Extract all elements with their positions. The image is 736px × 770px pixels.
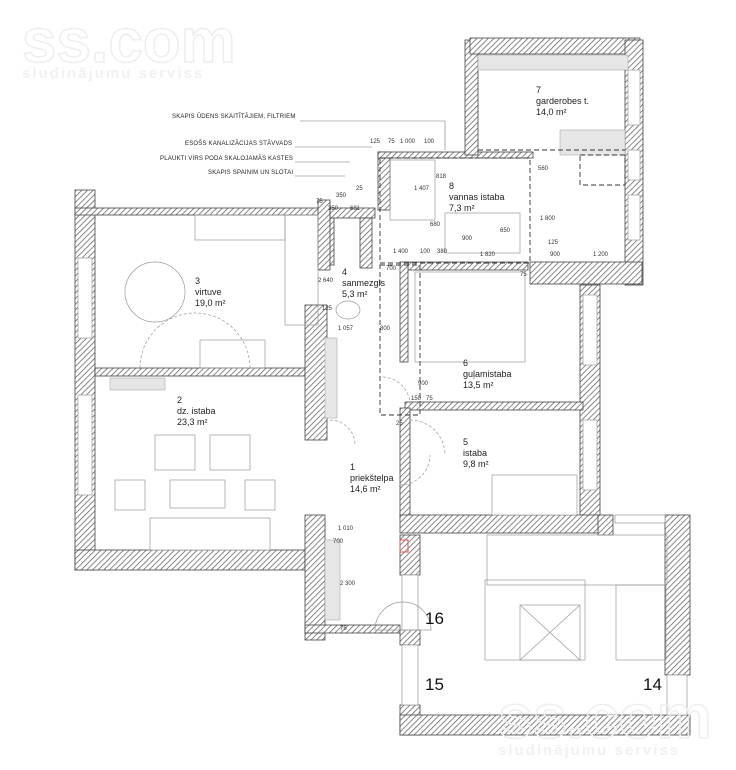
svg-text:125: 125 (548, 240, 559, 246)
svg-text:100: 100 (424, 139, 435, 145)
svg-text:4: 4 (342, 267, 347, 277)
svg-text:818: 818 (436, 174, 447, 180)
stair-number-15: 15 (425, 675, 444, 694)
svg-text:800: 800 (380, 326, 391, 332)
svg-text:700: 700 (386, 266, 397, 272)
stair-number-14: 14 (643, 675, 662, 694)
svg-text:13,5 m²: 13,5 m² (463, 380, 494, 390)
svg-text:75: 75 (426, 396, 433, 402)
svg-text:1 200: 1 200 (593, 252, 609, 258)
svg-text:700: 700 (333, 539, 344, 545)
room-label-5: 5 istaba 9,8 m² (463, 437, 489, 469)
svg-text:681: 681 (350, 206, 361, 212)
annotations: SKAPIS ŪDENS SKAITĪTĀJIEM, FILTRIEM ESOŠ… (160, 113, 446, 177)
svg-text:900: 900 (462, 236, 473, 242)
svg-text:guļamistaba: guļamistaba (463, 369, 512, 379)
svg-text:380: 380 (437, 249, 448, 255)
svg-text:sanmezgls: sanmezgls (342, 278, 386, 288)
svg-text:sludinājumu serviss: sludinājumu serviss (22, 65, 204, 82)
room-label-3: 3 virtuve 19,0 m² (195, 276, 226, 308)
svg-text:1 407: 1 407 (414, 186, 430, 192)
room-label-7: 7 garderobes t. 14,0 m² (536, 85, 589, 117)
svg-text:900: 900 (418, 381, 429, 387)
room-label-2: 2 dz. istaba 23,3 m² (177, 395, 216, 427)
svg-text:680: 680 (430, 222, 441, 228)
svg-text:sludinājumu serviss: sludinājumu serviss (498, 742, 680, 759)
svg-text:650: 650 (500, 228, 511, 234)
svg-text:14,6 m²: 14,6 m² (350, 484, 381, 494)
svg-text:75: 75 (340, 626, 347, 632)
svg-text:19,0 m²: 19,0 m² (195, 298, 226, 308)
dashed-lines (379, 149, 626, 416)
svg-text:900: 900 (550, 252, 561, 258)
svg-text:1 010: 1 010 (338, 526, 354, 532)
svg-text:ss.com: ss.com (22, 7, 236, 76)
svg-text:7,3 m²: 7,3 m² (449, 203, 475, 213)
svg-text:14,0 m²: 14,0 m² (536, 107, 567, 117)
svg-text:PLAUKTI VIRS PODA SKALOJAMĀS K: PLAUKTI VIRS PODA SKALOJAMĀS KASTES (160, 155, 293, 162)
svg-text:ss.com: ss.com (498, 683, 712, 752)
svg-text:garderobes t.: garderobes t. (536, 96, 589, 106)
svg-text:vannas istaba: vannas istaba (449, 192, 505, 202)
svg-text:1 057: 1 057 (338, 326, 354, 332)
svg-text:75: 75 (388, 139, 395, 145)
svg-text:2 640: 2 640 (318, 278, 334, 284)
room-label-4: 4 sanmezgls 5,3 m² (342, 267, 386, 299)
red-marker (399, 539, 409, 553)
svg-text:5,3 m²: 5,3 m² (342, 289, 368, 299)
svg-text:125: 125 (322, 306, 333, 312)
svg-text:75: 75 (520, 272, 527, 278)
svg-text:125: 125 (370, 139, 381, 145)
svg-text:9,8 m²: 9,8 m² (463, 459, 489, 469)
svg-text:1 000: 1 000 (400, 139, 416, 145)
svg-text:25: 25 (396, 421, 403, 427)
svg-text:560: 560 (538, 166, 549, 172)
svg-text:priekštelpa: priekštelpa (350, 473, 394, 483)
svg-text:150: 150 (411, 396, 422, 402)
svg-text:2: 2 (177, 395, 182, 405)
dimension-labels: 125 75 1 000 100 350 25 681 75 350 1 407… (316, 139, 609, 632)
room-label-8: 8 vannas istaba 7,3 m² (449, 181, 505, 213)
svg-text:6: 6 (463, 358, 468, 368)
svg-text:1 800: 1 800 (540, 216, 556, 222)
svg-text:350: 350 (336, 193, 347, 199)
svg-text:SKAPIS SPAINIM UN SLOTAI: SKAPIS SPAINIM UN SLOTAI (208, 170, 293, 176)
svg-text:75: 75 (316, 199, 323, 205)
svg-text:dz. istaba: dz. istaba (177, 406, 216, 416)
svg-text:3: 3 (195, 276, 200, 286)
windows (77, 69, 688, 716)
svg-text:1: 1 (350, 462, 355, 472)
svg-text:7: 7 (536, 85, 541, 95)
svg-text:virtuve: virtuve (195, 287, 222, 297)
svg-text:1 400: 1 400 (393, 249, 409, 255)
svg-text:25: 25 (356, 186, 363, 192)
svg-text:350: 350 (328, 206, 339, 212)
svg-text:5: 5 (463, 437, 468, 447)
room-label-6: 6 guļamistaba 13,5 m² (463, 358, 512, 390)
furniture (109, 54, 668, 661)
svg-text:23,3 m²: 23,3 m² (177, 417, 208, 427)
svg-text:8: 8 (449, 181, 454, 191)
watermark-top: ss.com sludinājumu serviss (21, 6, 236, 82)
stair-number-16: 16 (425, 609, 444, 628)
svg-text:istaba: istaba (463, 448, 487, 458)
svg-text:2 300: 2 300 (340, 581, 356, 587)
door-swings (139, 312, 446, 631)
svg-text:1 820: 1 820 (480, 252, 496, 258)
svg-text:SKAPIS ŪDENS SKAITĪTĀJIEM, FIL: SKAPIS ŪDENS SKAITĪTĀJIEM, FILTRIEM (172, 113, 296, 120)
room-label-1: 1 priekštelpa 14,6 m² (350, 462, 394, 494)
svg-text:100: 100 (420, 249, 431, 255)
watermark-bottom: ss.com sludinājumu serviss (497, 682, 712, 759)
svg-text:ESOŠS KANALIZĀCIJAS STĀVVADS: ESOŠS KANALIZĀCIJAS STĀVVADS (185, 140, 292, 147)
